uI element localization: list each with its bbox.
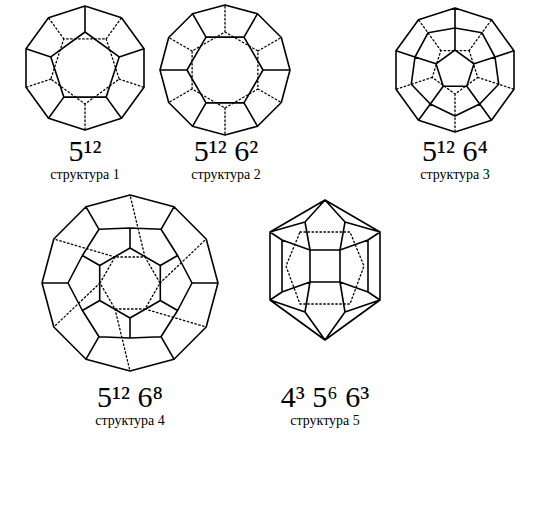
dodecahedron-drawing — [26, 6, 144, 130]
visible-edges — [270, 200, 380, 340]
structure-caption: структура 1 — [50, 168, 120, 182]
cage-14-drawing — [160, 5, 290, 135]
structure-caption: структура 3 — [420, 168, 490, 182]
visible-edges — [160, 5, 290, 135]
visible-edges — [42, 195, 218, 371]
hidden-edges — [286, 232, 364, 304]
structure-caption: структура 4 — [95, 414, 165, 428]
formula-label: 5¹² — [69, 136, 102, 166]
formula-label: 5¹² 6⁸ — [97, 382, 163, 412]
cage-20-drawing — [42, 195, 218, 371]
hidden-edges — [54, 195, 206, 371]
visible-edges — [396, 8, 514, 132]
formula-label: 5¹² 6² — [194, 136, 258, 166]
formula-label: 5¹² 6⁴ — [422, 136, 488, 166]
formula-label: 4³ 5⁶ 6³ — [281, 382, 369, 412]
visible-edges — [26, 6, 144, 130]
structure-caption: структура 2 — [191, 168, 261, 182]
structure-caption: структура 5 — [290, 414, 360, 428]
cage-16-drawing — [396, 8, 514, 132]
hidden-edges — [26, 18, 144, 130]
cage-12-drawing — [270, 200, 380, 340]
